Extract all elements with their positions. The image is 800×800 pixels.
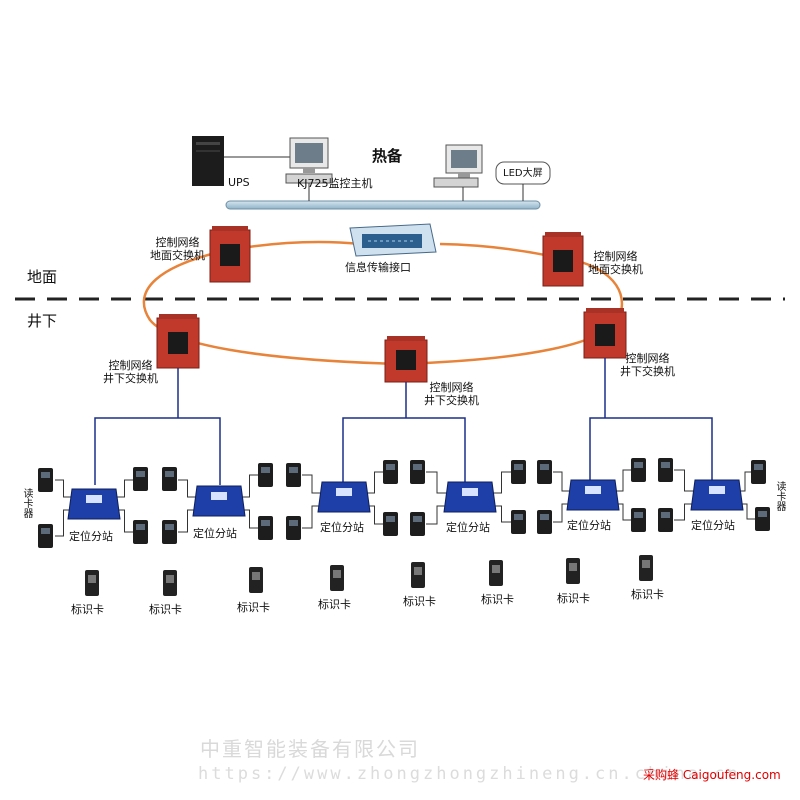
card-reader-icon (162, 520, 177, 544)
id-card-1 (85, 570, 99, 596)
host-computer-icon (285, 137, 333, 184)
surface-switch-left-label: 控制网络 地面交换机 (150, 236, 205, 262)
underground-zone-label: 井下 (27, 312, 58, 330)
card-reader-icon (410, 460, 425, 484)
surface-switch-right-label: 控制网络 地面交换机 (588, 250, 643, 276)
card-reader-icon (286, 516, 301, 540)
readers-layer (38, 458, 770, 548)
card-reader-icon (133, 467, 148, 491)
ups-icon (192, 136, 224, 186)
underground-switch-1 (156, 314, 200, 369)
station-label-3: 定位分站 (320, 521, 364, 534)
transmission-interface-icon (349, 223, 437, 257)
card-reader-icon (38, 468, 53, 492)
card-label-2: 标识卡 (149, 603, 182, 616)
card-reader-icon (511, 460, 526, 484)
card-reader-icon (511, 510, 526, 534)
underground-switch-3 (583, 308, 627, 359)
reader-connectors (55, 469, 755, 537)
station-label-4: 定位分站 (446, 521, 490, 534)
ups-label: UPS (228, 176, 250, 189)
card-reader-icon (755, 507, 770, 531)
positioning-station-1 (67, 488, 121, 520)
station-label-6: 定位分站 (691, 519, 735, 532)
watermark-company: 中重智能装备有限公司 (200, 737, 420, 761)
card-reader-icon (410, 512, 425, 536)
standby-computer-icon (433, 144, 483, 188)
underground-switch-3-label: 控制网络 井下交换机 (620, 352, 675, 378)
card-reader-icon (751, 460, 766, 484)
host-label: KJ725监控主机 (297, 177, 373, 190)
id-card-6 (489, 560, 503, 586)
positioning-station-5 (566, 479, 620, 511)
card-reader-icon (286, 463, 301, 487)
positioning-station-4 (443, 481, 497, 513)
card-reader-icon (258, 463, 273, 487)
reader-label-left: 读卡器 (21, 488, 32, 518)
underground-switch-2 (384, 336, 428, 383)
card-reader-icon (631, 458, 646, 482)
positioning-station-2 (192, 485, 246, 517)
card-reader-icon (162, 467, 177, 491)
card-reader-icon (383, 512, 398, 536)
card-label-1: 标识卡 (71, 603, 104, 616)
interface-label: 信息传输接口 (345, 261, 411, 274)
id-card-2 (163, 570, 177, 596)
underground-switch-2-label: 控制网络 井下交换机 (424, 381, 479, 407)
positioning-station-6 (690, 479, 744, 511)
card-label-5: 标识卡 (403, 595, 436, 608)
surface-switch-left (209, 226, 251, 283)
watermark-url: https://www.zhongzhongzhineng.cn.china.c… (198, 764, 741, 784)
station-label-1: 定位分站 (69, 530, 113, 543)
id-card-7 (566, 558, 580, 584)
positioning-station-3 (317, 481, 371, 513)
card-label-7: 标识卡 (557, 592, 590, 605)
credit-link[interactable]: 采购蜂 Caigoufeng.com (643, 768, 781, 782)
card-label-4: 标识卡 (318, 598, 351, 611)
station-label-2: 定位分站 (193, 527, 237, 540)
card-reader-icon (537, 460, 552, 484)
id-card-4 (330, 565, 344, 591)
station-links (94, 358, 713, 485)
card-reader-icon (133, 520, 148, 544)
underground-switch-1-label: 控制网络 井下交换机 (103, 359, 158, 385)
reader-label-right: 读卡器 (774, 481, 785, 511)
card-reader-icon (631, 508, 646, 532)
ethernet-bus (225, 200, 541, 210)
led-label: LED大屏 (503, 168, 543, 179)
card-reader-icon (383, 460, 398, 484)
id-card-5 (411, 562, 425, 588)
stations-layer (67, 479, 744, 520)
card-reader-icon (537, 510, 552, 534)
card-reader-icon (658, 458, 673, 482)
id-card-3 (249, 567, 263, 593)
surface-switch-right (542, 232, 584, 287)
card-label-3: 标识卡 (237, 601, 270, 614)
id-card-8 (639, 555, 653, 581)
cards-layer (85, 555, 653, 596)
surface-zone-label: 地面 (27, 268, 58, 286)
card-label-6: 标识卡 (481, 593, 514, 606)
standby-label: 热备 (372, 147, 403, 165)
station-label-5: 定位分站 (567, 519, 611, 532)
card-reader-icon (658, 508, 673, 532)
card-reader-icon (38, 524, 53, 548)
card-reader-icon (258, 516, 273, 540)
card-label-8: 标识卡 (631, 588, 664, 601)
